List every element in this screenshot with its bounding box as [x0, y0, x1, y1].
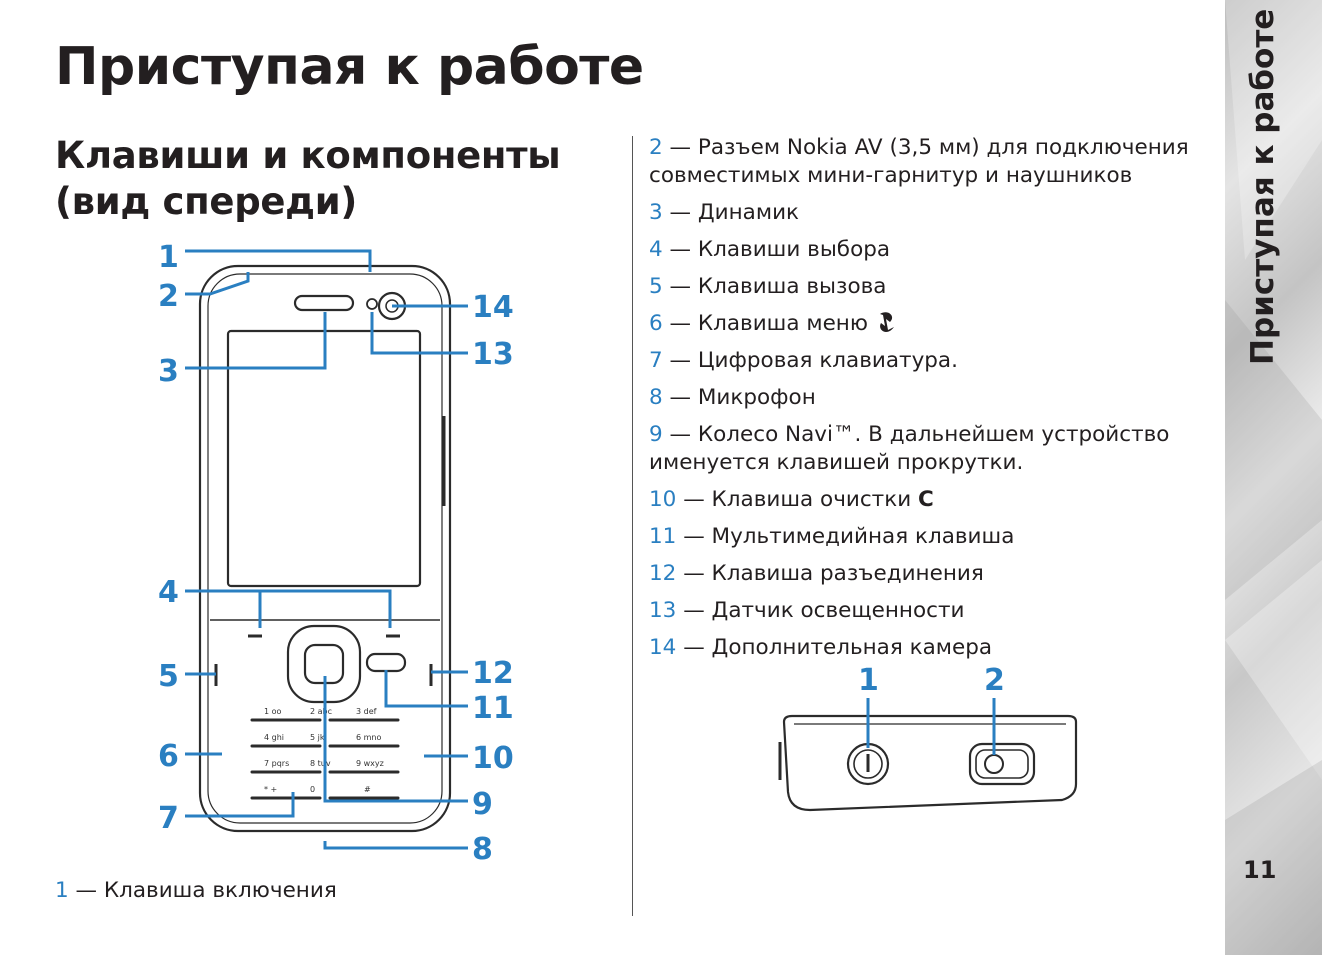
callout-light-sensor: 13 [472, 337, 514, 372]
component-legend: 2 — Разъем Nokia AV (3,5 мм) для подключ… [649, 134, 1209, 671]
legend-text: — Клавиша меню [662, 311, 868, 336]
legend-item: 2 — Разъем Nokia AV (3,5 мм) для подключ… [649, 134, 1209, 190]
legend-item: 12 — Клавиша разъединения [649, 560, 1209, 588]
legend-text: — Дополнительная камера [676, 635, 993, 660]
legend-item: 6 — Клавиша меню [649, 310, 1209, 338]
page-title: Приступая к работе [55, 37, 644, 97]
keypad-label: 9 wxyz [356, 759, 384, 768]
callout-menu-key: 6 [158, 739, 179, 774]
callout-keypad: 7 [158, 801, 179, 836]
multimedia-key [365, 652, 407, 673]
phone-top-diagram: 1 2 [778, 663, 1078, 812]
side-chapter-title: Приступая к работе [1245, 8, 1281, 365]
legend-text: — Датчик освещенности [676, 598, 965, 623]
legend-number: 2 [649, 135, 663, 160]
legend-number: 12 [649, 561, 677, 586]
legend-number: 7 [649, 348, 663, 373]
keypad-label: # [364, 785, 371, 794]
callout-call-key: 5 [158, 659, 179, 694]
legend-number: 1 [55, 878, 69, 903]
legend-text: — Микрофон [662, 385, 816, 410]
legend-number: 3 [649, 200, 663, 225]
phone-front-diagram: 1 oo 2 abc 3 def 4 ghi 5 jkl 6 mno 7 pqr… [158, 240, 514, 867]
callout-av-connector-top: 2 [984, 663, 1005, 698]
callout-end-key: 12 [472, 656, 514, 691]
page-number: 11 [1243, 856, 1277, 884]
legend-number: 13 [649, 598, 677, 623]
keypad-label: 7 pqrs [264, 759, 289, 768]
legend-number: 4 [649, 237, 663, 262]
callout-multimedia-key: 11 [472, 691, 514, 726]
legend-number: 10 [649, 487, 677, 512]
legend-text: — Разъем Nokia AV (3,5 мм) для подключен… [649, 135, 1189, 188]
legend-number: 6 [649, 311, 663, 336]
callout-clear-key: 10 [472, 741, 514, 776]
legend-number: 9 [649, 422, 663, 447]
callout-power-key: 1 [158, 240, 179, 275]
light-sensor [366, 298, 378, 310]
callout-front-camera: 14 [472, 290, 514, 325]
column-divider [632, 136, 633, 916]
chapter-side-tab [1225, 0, 1322, 955]
phone-body [198, 264, 452, 833]
legend-item: 5 — Клавиша вызова [649, 273, 1209, 301]
legend-text: — Клавиша вызова [662, 274, 887, 299]
keypad-label: 3 def [356, 707, 377, 716]
legend-item: 11 — Мультимедийная клавиша [649, 523, 1209, 551]
legend-text: — Клавиша очистки [676, 487, 919, 512]
keypad-label: 8 tuv [310, 759, 331, 768]
menu-key-icon [879, 312, 894, 332]
keypad-label: 0 [310, 785, 315, 794]
legend-item: 7 — Цифровая клавиатура. [649, 347, 1209, 375]
legend-text: — Цифровая клавиатура. [662, 348, 958, 373]
legend-text: — Мультимедийная клавиша [676, 524, 1015, 549]
legend-item-1: 1 — Клавиша включения [55, 877, 337, 905]
callout-navi-wheel: 9 [472, 787, 493, 822]
keypad-label: 4 ghi [264, 733, 284, 742]
legend-text: — Клавиша включения [68, 878, 337, 903]
legend-text: — Колесо Navi™. В дальнейшем устройство … [649, 422, 1170, 475]
legend-item: 4 — Клавиши выбора [649, 236, 1209, 264]
keypad-label: 1 oo [264, 707, 282, 716]
keypad-label: 6 mno [356, 733, 381, 742]
legend-item: 3 — Динамик [649, 199, 1209, 227]
section-title: Клавиши и компоненты (вид спереди) [55, 134, 561, 224]
legend-number: 5 [649, 274, 663, 299]
legend-item: 9 — Колесо Navi™. В дальнейшем устройств… [649, 421, 1209, 477]
legend-item: 14 — Дополнительная камера [649, 634, 1209, 662]
keypad-label: 2 abc [310, 707, 332, 716]
callout-speaker: 3 [158, 354, 179, 389]
keypad-label: 5 jkl [310, 733, 327, 742]
clear-key-glyph: C [918, 487, 934, 512]
side-band-texture [1225, 0, 1322, 955]
keypad-label: * + [264, 785, 277, 794]
legend-item: 13 — Датчик освещенности [649, 597, 1209, 625]
av-connector [968, 742, 1036, 786]
callout-power-key-top: 1 [858, 663, 879, 698]
legend-number: 8 [649, 385, 663, 410]
legend-item: 10 — Клавиша очистки C [649, 486, 1209, 514]
legend-text: — Клавиша разъединения [676, 561, 984, 586]
phone-top-outline [782, 714, 1078, 812]
legend-text: — Клавиши выбора [662, 237, 891, 262]
legend-number: 11 [649, 524, 677, 549]
callout-selection-keys: 4 [158, 575, 179, 610]
callout-av-connector: 2 [158, 279, 179, 314]
callout-microphone: 8 [472, 832, 493, 867]
legend-number: 14 [649, 635, 677, 660]
legend-item: 8 — Микрофон [649, 384, 1209, 412]
legend-text: — Динамик [662, 200, 800, 225]
speaker-slot [293, 294, 355, 312]
